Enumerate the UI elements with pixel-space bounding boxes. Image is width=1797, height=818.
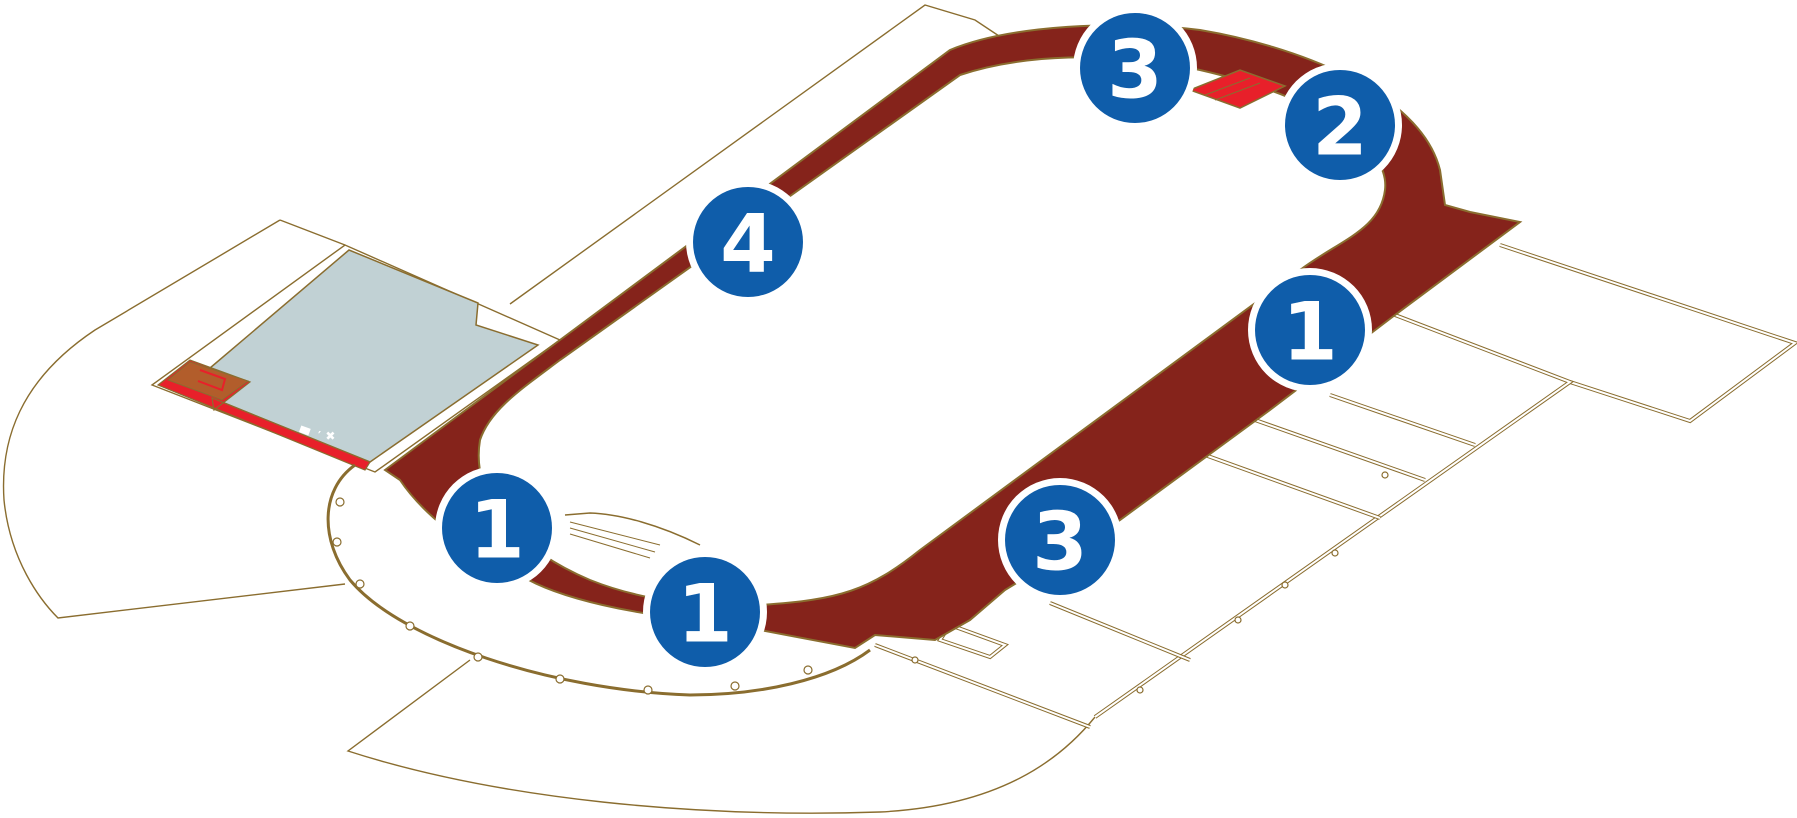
north-stand-stairs	[1187, 69, 1287, 109]
badge-number: 1	[677, 568, 733, 661]
east-building-outlines	[874, 243, 1797, 729]
left-plaza-top-edge	[279, 219, 346, 246]
badge-bottom-1[interactable]: 1	[643, 550, 767, 674]
badge-upper-left-4[interactable]: 4	[686, 180, 810, 304]
south-stand-stairs	[564, 512, 701, 559]
badge-number: 3	[1032, 496, 1088, 589]
svg-text:′ ✖: ′ ✖	[318, 429, 335, 443]
left-plaza-outline	[2, 219, 346, 619]
badge-number: 2	[1312, 81, 1368, 174]
south-plaza-outline	[346, 659, 1096, 814]
west-hall: ′ ✖	[150, 244, 562, 473]
badge-top-right-2[interactable]: 2	[1278, 63, 1402, 187]
badge-right-1[interactable]: 1	[1248, 268, 1372, 392]
badge-lower-3[interactable]: 3	[998, 478, 1122, 602]
badge-number: 4	[720, 198, 776, 291]
badge-top-3[interactable]: 3	[1073, 6, 1197, 130]
north-building-outline	[509, 4, 1006, 305]
badge-number: 1	[469, 484, 525, 577]
badge-number: 3	[1107, 24, 1163, 117]
badge-left-1[interactable]: 1	[435, 466, 559, 590]
running-person-exit-icon: ′ ✖	[298, 425, 335, 443]
badge-number: 1	[1282, 286, 1338, 379]
staircase-icon	[167, 361, 250, 401]
stadium-bowl-edge	[326, 463, 871, 697]
bowl-posts	[332, 497, 813, 695]
